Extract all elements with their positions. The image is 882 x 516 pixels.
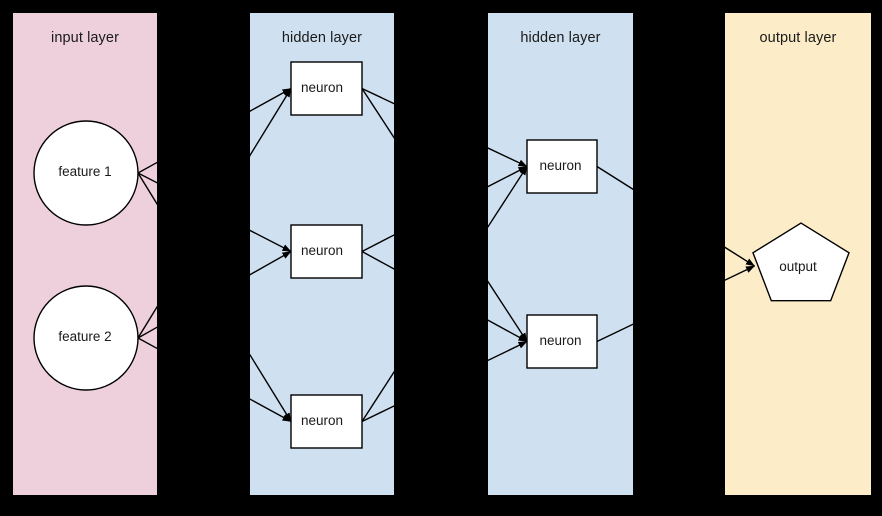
connection-edge [250, 398, 292, 423]
connection-edge [488, 319, 528, 343]
connection-edge [361, 234, 394, 253]
node-hidden-1-0[interactable] [290, 61, 363, 116]
node-hidden-1-1[interactable] [290, 224, 363, 279]
connection-edge [488, 280, 528, 342]
connection-edge [596, 165, 633, 191]
connection-edge [725, 246, 755, 267]
layer-graphics-input [33, 120, 157, 391]
connection-edge [137, 172, 157, 206]
connection-edge [488, 166, 528, 229]
node-hidden-2-1[interactable] [526, 314, 598, 369]
connection-edge [250, 229, 292, 253]
connection-edge [361, 250, 394, 270]
connection-edge [137, 161, 157, 174]
layer-title-input: input layer [51, 30, 119, 46]
connection-edge [488, 147, 528, 168]
node-input-1[interactable] [33, 285, 139, 391]
node-input-0[interactable] [33, 120, 139, 226]
node-hidden-2-0[interactable] [526, 139, 598, 194]
connection-edge [361, 88, 394, 139]
connection-edge [137, 172, 157, 184]
layer-title-hidden-2: hidden layer [520, 30, 601, 46]
connection-edge [137, 326, 157, 339]
connection-edge [250, 353, 292, 422]
connection-edge [725, 265, 755, 281]
connection-edge [488, 340, 528, 362]
connection-edge [361, 370, 394, 422]
connection-edge [361, 405, 394, 423]
connection-edge [137, 305, 157, 339]
layer-graphics-hidden-2 [488, 139, 633, 369]
connection-edge [250, 250, 292, 276]
connection-edge [250, 87, 292, 112]
connection-edge [137, 337, 157, 350]
layer-title-hidden-1: hidden layer [281, 30, 363, 46]
layer-title-output: output layer [759, 30, 837, 46]
layer-graphics-hidden-1 [250, 61, 394, 449]
connection-edge [361, 87, 394, 105]
connection-edge [596, 323, 633, 343]
layer-graphics-output [725, 222, 850, 302]
connection-edge [488, 165, 528, 188]
node-output-0[interactable] [752, 222, 850, 302]
node-hidden-1-2[interactable] [290, 394, 363, 449]
connection-edge [250, 88, 292, 157]
